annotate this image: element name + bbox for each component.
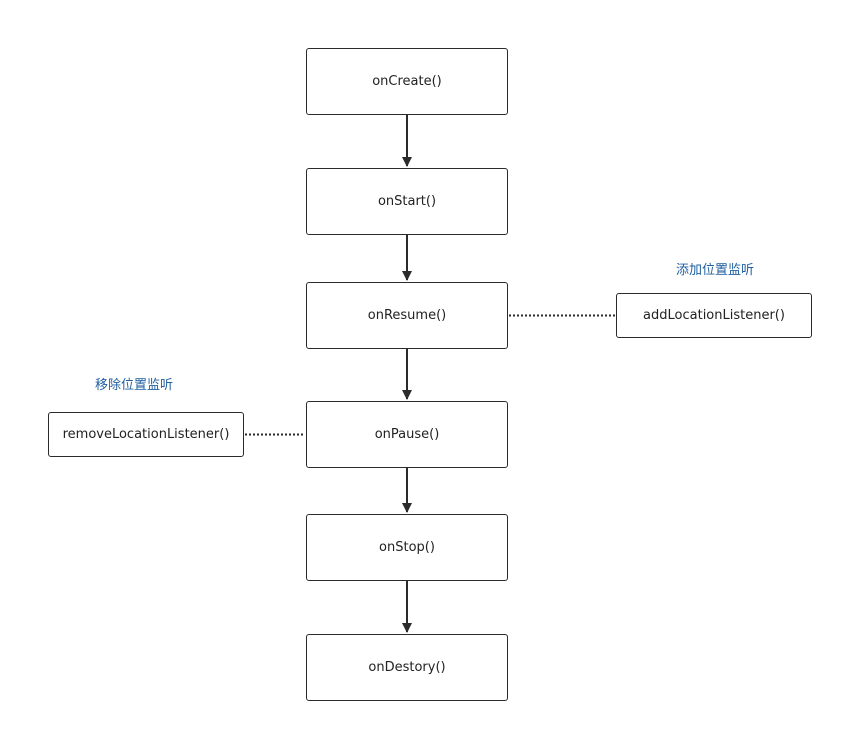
node-add-location-listener: addLocationListener() [616,293,812,338]
note-remove-location-listener: 移除位置监听 [95,378,174,393]
node-onpause: onPause() [306,401,508,468]
node-onresume-label: onResume() [367,308,447,323]
node-onstart: onStart() [306,168,508,235]
node-ondestory: onDestory() [306,634,508,701]
node-oncreate: onCreate() [306,48,508,115]
node-onstop: onStop() [306,514,508,581]
node-add-location-listener-label: addLocationListener() [643,308,785,323]
note-add-location-listener: 添加位置监听 [676,263,755,278]
node-onpause-label: onPause() [374,427,440,442]
node-ondestory-label: onDestory() [368,660,446,675]
node-onstart-label: onStart() [377,194,437,209]
node-onstop-label: onStop() [379,540,435,555]
node-onresume: onResume() [306,282,508,349]
node-oncreate-label: onCreate() [372,74,442,89]
node-remove-location-listener: removeLocationListener() [48,412,244,457]
node-remove-location-listener-label: removeLocationListener() [62,427,230,442]
